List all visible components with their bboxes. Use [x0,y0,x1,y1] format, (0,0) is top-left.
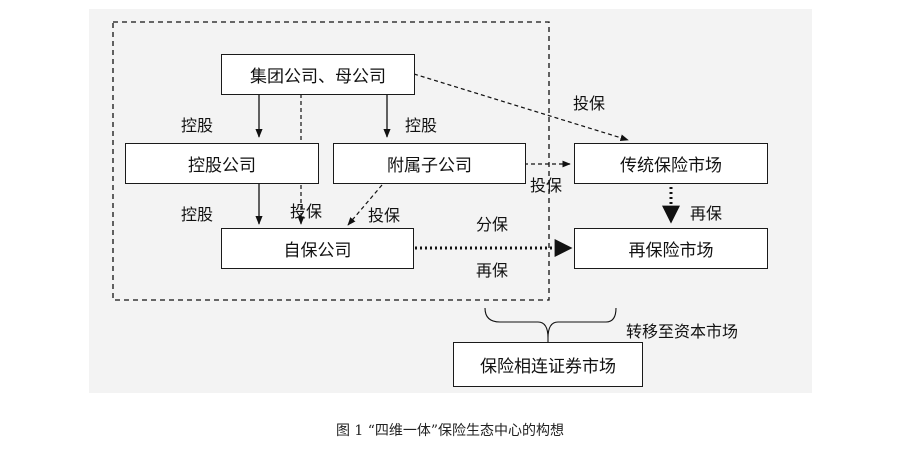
capital-brace [484,307,617,339]
box-ils-market: 保险相连证券市场 [453,342,643,387]
label-insure-lower-left: 投保 [290,202,323,221]
label-insure-top: 投保 [573,94,606,113]
arrow-affiliate-to-captive [347,184,383,226]
label-control-left: 控股 [181,116,214,135]
label-insure-lower-right: 投保 [368,206,401,225]
label-insure-mid: 投保 [530,176,563,195]
label-reinsure-right: 再保 [690,204,723,223]
box-group-parent: 集团公司、母公司 [221,54,415,95]
figure-caption: 图 1 “四维一体”保险生态中心的构想 [335,423,565,439]
figure-background [89,9,812,393]
arrow-parent-to-traditional [413,73,629,141]
group-boundary [112,21,550,301]
label-transfer-capital: 转移至资本市场 [626,322,739,341]
label-control-right: 控股 [405,116,438,135]
box-holding-company: 控股公司 [125,143,319,184]
box-traditional-market: 传统保险市场 [574,143,768,184]
box-affiliate-company: 附属子公司 [333,143,526,184]
box-reinsurance-market: 再保险市场 [574,228,768,269]
box-captive-company: 自保公司 [221,228,414,269]
label-control-lower: 控股 [181,205,214,224]
label-cede: 分保 [476,215,509,234]
label-reinsure-bottom: 再保 [476,261,509,280]
